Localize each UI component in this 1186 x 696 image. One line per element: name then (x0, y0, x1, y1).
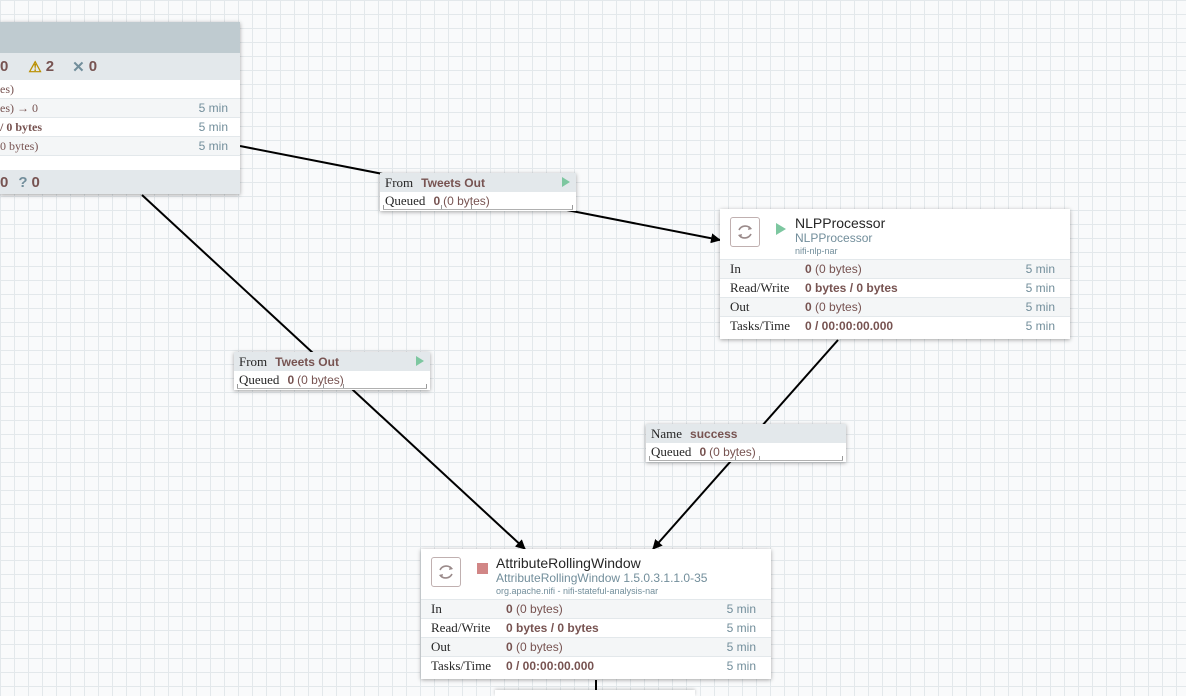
stat-time: 5 min (1025, 300, 1055, 314)
connection-header: From Tweets Out (380, 173, 576, 192)
stat-time: 5 min (726, 621, 756, 635)
row-value: es) (0, 81, 14, 96)
offscreen-component-edge (495, 690, 695, 696)
stat-label: Out (730, 299, 750, 314)
row-time: 5 min (198, 139, 228, 153)
queued-label: Queued (385, 192, 426, 208)
stat-label: In (431, 601, 442, 616)
stat-value: 0 / 00:00:00.000 (506, 659, 595, 673)
stat-time: 5 min (1025, 319, 1055, 333)
stat-label: Out (431, 639, 451, 654)
stat-value: 0 (0 bytes) (506, 602, 563, 616)
row-value: es) → 0 (0, 100, 38, 115)
stat-time: 5 min (1025, 281, 1055, 295)
process-group[interactable]: 0 ⚠ 2 ✕ 0 es) es) → 0 5 min / 0 bytes 5 … (0, 22, 240, 194)
warning-icon: ⚠ (28, 58, 42, 76)
processor-icon (431, 557, 461, 587)
processor-bundle: org.apache.nifi - nifi-stateful-analysis… (496, 586, 659, 596)
running-icon (416, 356, 424, 366)
queue-progress-bar (237, 384, 427, 389)
stat-label: Read/Write (431, 620, 491, 635)
stat-value: 0 (0 bytes) (506, 640, 563, 654)
stat-value: 0 bytes / 0 bytes (805, 281, 898, 295)
stat-time: 5 min (1025, 262, 1055, 276)
footer-value-b: 0 (31, 173, 40, 191)
connection-header: Name success (646, 424, 846, 443)
connection-queue: Queued 0 (0 bytes) (380, 192, 576, 209)
process-group-row: / 0 bytes 5 min (0, 118, 240, 137)
processor-name: AttributeRollingWindow (496, 555, 641, 571)
processor-icon (730, 217, 760, 247)
stat-time: 5 min (726, 640, 756, 654)
stat-value: 0 bytes / 0 bytes (506, 621, 599, 635)
row-value: 0 bytes) (0, 138, 39, 153)
queue-progress-bar (383, 205, 573, 210)
stat-value: 0 (0 bytes) (805, 300, 862, 314)
stat-value-c: 0 (88, 58, 98, 75)
queued-count: 0 (699, 444, 707, 459)
row-time: 5 min (198, 120, 228, 134)
stat-value: 0 (0 bytes) (805, 262, 862, 276)
connection-name: Tweets Out (275, 354, 339, 369)
queue-progress-bar (649, 456, 843, 461)
process-group-row: es) (0, 80, 240, 99)
processor-stat-row: Tasks/Time 0 / 00:00:00.000 5 min (720, 316, 1070, 335)
process-group-footer: 0 ? 0 (0, 170, 240, 194)
processor-name: NLPProcessor (795, 215, 886, 231)
disabled-icon: ✕ (72, 58, 85, 76)
stat-time: 5 min (726, 602, 756, 616)
queued-count: 0 (433, 193, 441, 208)
processor-stat-row: Read/Write 0 bytes / 0 bytes 5 min (720, 278, 1070, 297)
queued-count: 0 (287, 372, 295, 387)
processor-nlp[interactable]: NLPProcessor NLPProcessor nifi-nlp-nar I… (720, 209, 1070, 339)
connection-label[interactable]: Name success Queued 0 (0 bytes) (646, 424, 846, 462)
processor-attribute-rolling-window[interactable]: AttributeRollingWindow AttributeRollingW… (421, 549, 771, 679)
connection-label[interactable]: From Tweets Out Queued 0 (0 bytes) (234, 352, 430, 390)
stat-label: In (730, 261, 741, 276)
stat-value-a: 0 (0, 58, 9, 75)
queued-bytes: (0 bytes) (709, 444, 756, 459)
processor-stat-row: In 0 (0 bytes) 5 min (421, 599, 771, 618)
running-icon (562, 177, 570, 187)
queued-label: Queued (239, 371, 280, 387)
processor-header: AttributeRollingWindow AttributeRollingW… (421, 549, 771, 599)
stat-time: 5 min (726, 659, 756, 673)
stat-label: Tasks/Time (431, 658, 492, 673)
queued-label: Queued (651, 443, 692, 459)
connection-label-key: From (385, 174, 414, 190)
stat-value: 0 / 00:00:00.000 (805, 319, 894, 333)
question-icon: ? (18, 173, 28, 191)
process-group-header (0, 22, 240, 53)
connection-queue: Queued 0 (0 bytes) (646, 443, 846, 460)
processor-stat-row: Tasks/Time 0 / 00:00:00.000 5 min (421, 656, 771, 675)
processor-stat-row: Out 0 (0 bytes) 5 min (720, 297, 1070, 316)
connection-name: success (690, 426, 738, 441)
connection-label-key: From (239, 353, 268, 369)
process-group-row: es) → 0 5 min (0, 99, 240, 118)
process-group-row: 0 bytes) 5 min (0, 137, 240, 156)
processor-type: AttributeRollingWindow 1.5.0.3.1.1.0-35 (496, 571, 708, 585)
warning-count: 2 (45, 58, 55, 75)
processor-stat-row: In 0 (0 bytes) 5 min (720, 259, 1070, 278)
connection-queue: Queued 0 (0 bytes) (234, 371, 430, 388)
stat-label: Tasks/Time (730, 318, 791, 333)
connection-label-key: Name (651, 425, 683, 441)
processor-type: NLPProcessor (795, 231, 873, 245)
stopped-status-icon (477, 563, 488, 574)
row-value: / 0 bytes (0, 119, 42, 134)
row-time: 5 min (198, 101, 228, 115)
queued-bytes: (0 bytes) (443, 193, 490, 208)
queued-bytes: (0 bytes) (297, 372, 344, 387)
processor-bundle: nifi-nlp-nar (795, 246, 838, 256)
footer-value-a: 0 (0, 173, 9, 191)
connection-name: Tweets Out (421, 175, 485, 190)
processor-stat-row: Out 0 (0 bytes) 5 min (421, 637, 771, 656)
running-status-icon (776, 223, 786, 235)
connection-header: From Tweets Out (234, 352, 430, 371)
process-group-stats: 0 ⚠ 2 ✕ 0 (0, 53, 240, 80)
connection-label[interactable]: From Tweets Out Queued 0 (0 bytes) (380, 173, 576, 211)
stat-label: Read/Write (730, 280, 790, 295)
processor-header: NLPProcessor NLPProcessor nifi-nlp-nar (720, 209, 1070, 259)
processor-stat-row: Read/Write 0 bytes / 0 bytes 5 min (421, 618, 771, 637)
